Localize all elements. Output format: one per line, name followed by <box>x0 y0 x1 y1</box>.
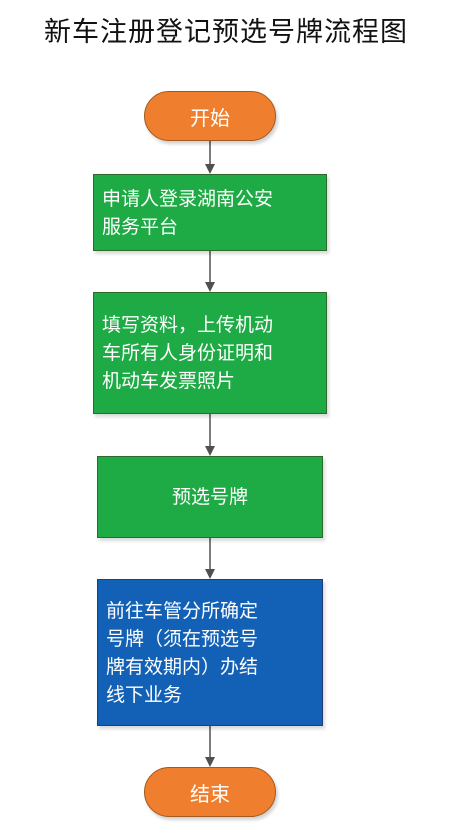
step-offline-business-line-1: 前往车管分所确定 <box>106 599 259 622</box>
step-offline-business-line-2: 号牌（须在预选号 <box>106 627 259 650</box>
step-offline-business-line-4: 线下业务 <box>106 683 183 706</box>
step-offline-business-line-3: 牌有效期内）办结 <box>106 655 259 678</box>
step-login-platform-line-2: 服务平台 <box>102 215 179 238</box>
step-fill-upload-line-1: 填写资料，上传机动 <box>102 314 274 336</box>
step-login-platform: 申请人登录湖南公安 服务平台 <box>93 174 327 251</box>
step-fill-upload-line-3: 机动车发票照片 <box>102 370 236 392</box>
page-title: 新车注册登记预选号牌流程图 <box>44 17 408 48</box>
step-login-platform-line-1: 申请人登录湖南公安 <box>102 187 274 210</box>
start-node: 开始 <box>144 91 276 141</box>
start-node-label: 开始 <box>190 105 230 130</box>
step-select-plate-label: 预选号牌 <box>171 486 248 508</box>
step-offline-business: 前往车管分所确定 号牌（须在预选号 牌有效期内）办结 线下业务 <box>97 579 323 726</box>
step-fill-upload: 填写资料，上传机动 车所有人身份证明和 机动车发票照片 <box>93 292 327 414</box>
end-node-label: 结束 <box>190 781 230 806</box>
step-fill-upload-line-2: 车所有人身份证明和 <box>102 342 274 364</box>
end-node: 结束 <box>144 767 276 817</box>
step-select-plate: 预选号牌 <box>97 456 323 538</box>
